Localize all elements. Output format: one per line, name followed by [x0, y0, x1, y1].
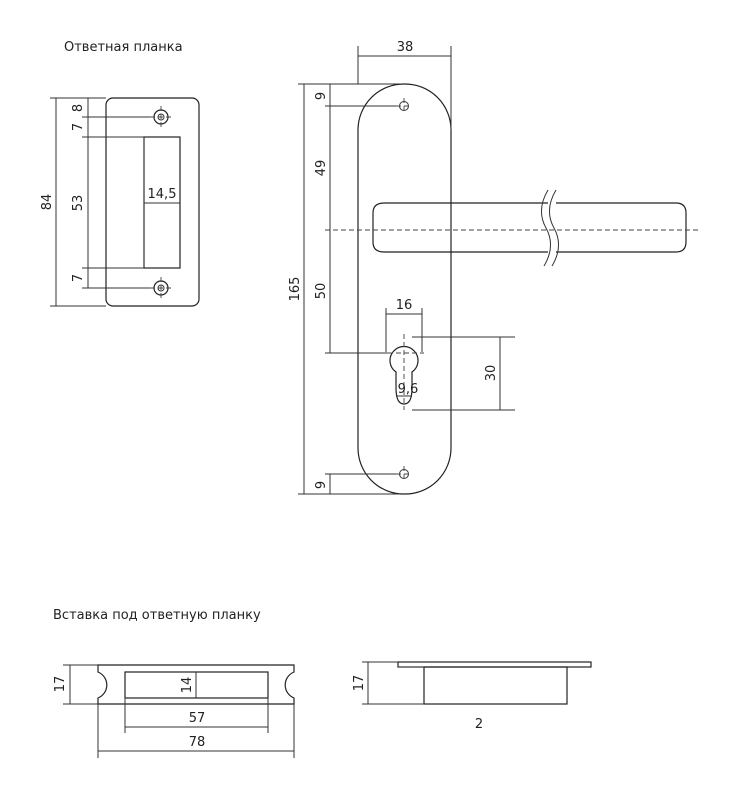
lever-handle-right	[556, 202, 687, 253]
dim-strike-inner-height: 53	[71, 195, 86, 212]
dim-plate-to-handle: 49	[314, 160, 329, 177]
insert-side-drawing: 17 2	[352, 661, 592, 732]
break-line-left	[541, 189, 551, 267]
cylinder-cutout	[389, 345, 419, 405]
dim-plate-top-screw: 9	[314, 92, 329, 100]
strike-plate-drawing: 84 8 7 53 7 14,5	[40, 97, 200, 307]
dim-cylinder-width: 16	[396, 298, 413, 313]
handle-plate-drawing: 38 165 9 49 50 9 16	[288, 40, 698, 495]
strike-plate-heading: Ответная планка	[64, 40, 183, 55]
dim-strike-screw-bottom: 7	[71, 274, 86, 282]
dim-cylinder-height: 30	[484, 365, 499, 382]
dim-plate-total-height: 165	[288, 277, 303, 302]
insert-body	[423, 666, 568, 705]
dim-insert-thickness: 2	[475, 717, 483, 732]
dim-plate-to-cylinder: 50	[314, 283, 329, 300]
insert-flange	[397, 661, 592, 668]
dim-plate-width: 38	[397, 40, 414, 55]
break-line-right	[549, 189, 559, 267]
dim-strike-top-offset: 8	[71, 104, 86, 112]
insert-plan-drawing: 17 14 57 78	[53, 664, 295, 758]
dim-cylinder-small: 9,6	[398, 382, 419, 397]
dim-insert-total-length: 78	[189, 735, 206, 750]
dim-insert-inner-height: 14	[180, 677, 195, 694]
lever-handle-left	[372, 202, 548, 253]
dim-insert-inner-length: 57	[189, 711, 206, 726]
strike-plate-outline	[105, 97, 200, 307]
back-plate-outline	[357, 83, 452, 495]
dim-plate-bottom-screw: 9	[314, 481, 329, 489]
dim-insert-height: 17	[53, 676, 68, 693]
dim-strike-slot-width: 14,5	[148, 187, 177, 202]
dim-insert-side-height: 17	[352, 675, 367, 692]
dim-strike-screw-top: 7	[71, 123, 86, 131]
insert-heading: Вставка под ответную планку	[53, 608, 261, 623]
dim-strike-height: 84	[40, 194, 55, 211]
